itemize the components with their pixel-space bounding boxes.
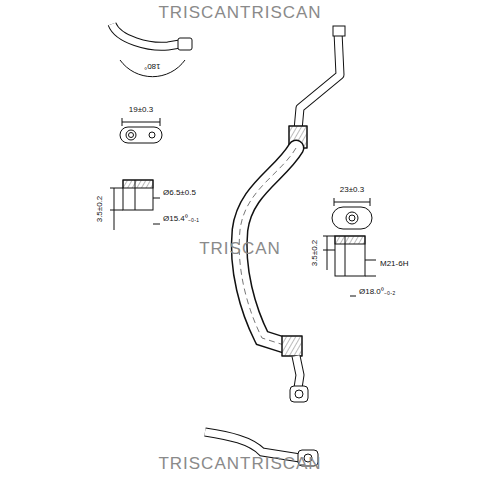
- width-dimension: 19±0.3: [128, 106, 154, 114]
- depth-dimension: 3.5±0.2: [311, 239, 319, 268]
- fitting-detail-right: [323, 198, 376, 296]
- watermark: TRISCAN: [198, 240, 282, 257]
- diameter-dimension: Ø6.5±0.5: [162, 189, 197, 197]
- main-hose: [239, 26, 345, 402]
- watermark: TRISCANTRISCAN: [157, 455, 322, 472]
- diameter-dimension: Ø18.0⁰₋₀.₂: [358, 288, 396, 296]
- fitting-detail-left: [110, 118, 162, 230]
- watermark: TRISCANTRISCAN: [157, 4, 322, 21]
- width-dimension: 23±0.3: [339, 186, 365, 194]
- diameter-dimension: Ø15.4⁰₋₀.₁: [162, 215, 200, 223]
- angle-dimension: 180°: [143, 62, 162, 70]
- depth-dimension: 3.5±0.2: [96, 195, 104, 224]
- thread-dimension: M21-6H: [379, 260, 409, 268]
- bend-detail: [112, 24, 192, 77]
